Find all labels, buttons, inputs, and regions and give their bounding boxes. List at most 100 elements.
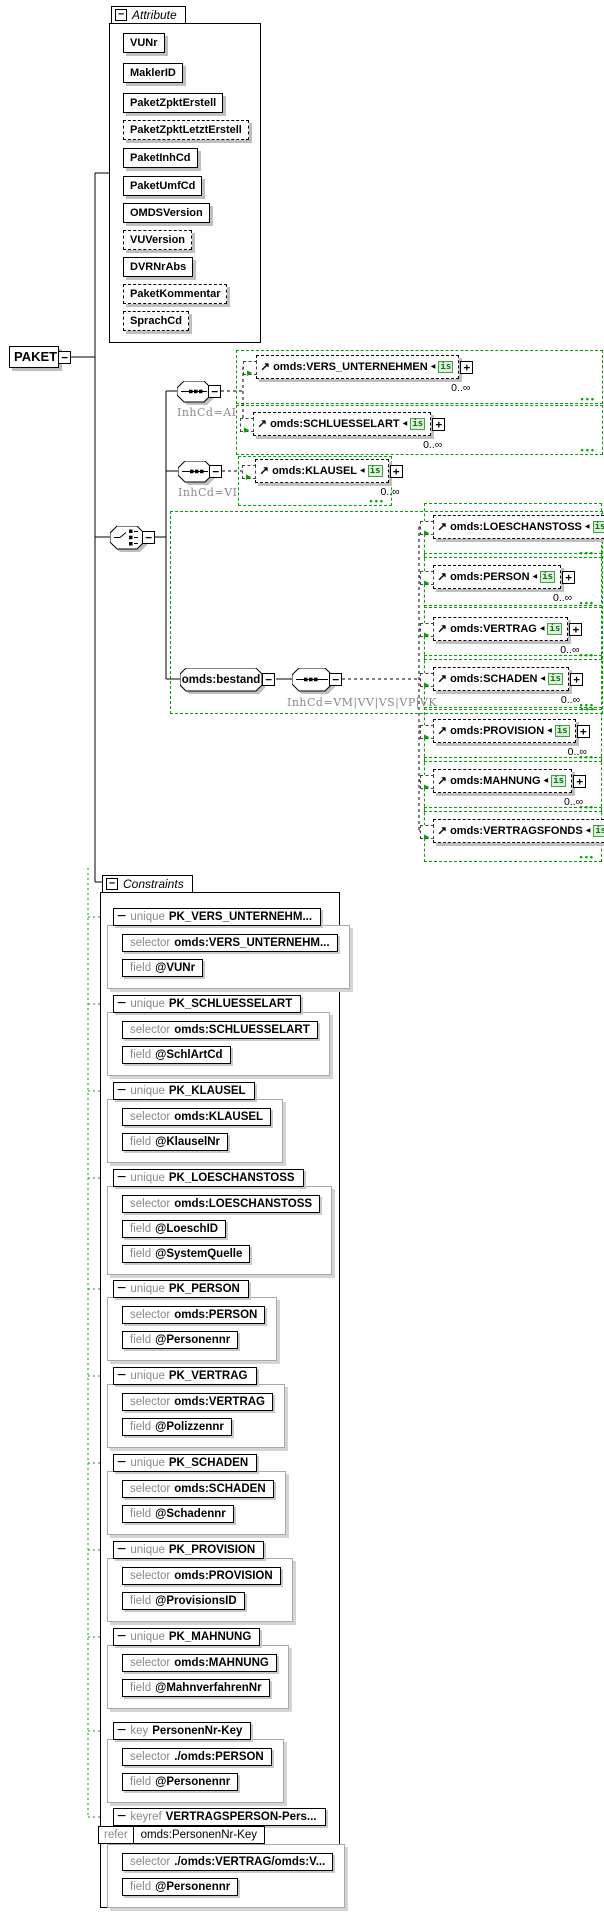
attribute-item-paketumfcd[interactable]: PaketUmfCd (123, 176, 203, 196)
attribute-item-sprachcd[interactable]: SprachCd (123, 311, 189, 331)
element-ref-omds-vers-unternehmen[interactable]: ▶↗omds:VERS_UNTERNEHMEN◀is+0..∞ (243, 355, 474, 394)
global-reference-icon: ↗ (437, 622, 448, 636)
element-ref-omds-provision[interactable]: ▶↗omds:PROVISION◀is+0..∞ (420, 719, 590, 758)
collapse-toggle[interactable]: − (58, 351, 71, 364)
constraint-field[interactable]: field@LoeschID (122, 1220, 227, 1238)
constraint-selector[interactable]: selector./omds:PERSON (122, 1748, 272, 1766)
expand-toggle[interactable]: + (573, 775, 587, 788)
selector-value: omds:SCHADEN (174, 1483, 266, 1495)
expand-toggle[interactable]: + (389, 465, 403, 478)
identity-constraint-arrow-icon: ◀ (543, 778, 549, 784)
constraint-name: PK_MAHNUNG (168, 1631, 252, 1643)
attribute-item-omdsversion[interactable]: OMDSVersion (123, 203, 210, 223)
collapse-toggle[interactable]: − (117, 1628, 127, 1645)
element-omds-bestand[interactable] (179, 667, 266, 700)
field-label: field (130, 1881, 152, 1893)
field-label: field (130, 1223, 152, 1235)
collapse-toggle[interactable]: − (117, 908, 127, 925)
constraint-field[interactable]: field@Personennr (122, 1331, 239, 1349)
collapse-toggle[interactable]: − (117, 1169, 127, 1186)
attribute-item-paketkommentar[interactable]: PaketKommentar (123, 284, 228, 304)
constraint-field[interactable]: field@SystemQuelle (122, 1245, 251, 1263)
expand-toggle[interactable]: + (569, 623, 583, 636)
attribute-item-vuversion[interactable]: VUVersion (123, 230, 193, 250)
collapse-toggle[interactable]: − (117, 1722, 127, 1739)
constraint-field[interactable]: field@Schadennr (122, 1505, 234, 1523)
expand-toggle[interactable]: + (562, 571, 576, 584)
collapse-toggle[interactable]: − (117, 1367, 127, 1384)
constraint-kind-label: unique (130, 1283, 165, 1295)
collapse-toggle[interactable]: − (117, 1280, 127, 1297)
constraint-name: PK_SCHLUESSELART (168, 998, 293, 1010)
refer-value: omds:PersonenNr-Key (140, 1829, 257, 1841)
field-label: field (130, 1595, 152, 1607)
selector-value: omds:VERS_UNTERNEHM... (174, 937, 330, 949)
expand-toggle[interactable]: + (460, 361, 474, 374)
constraint-field[interactable]: field@VUNr (122, 959, 204, 977)
selector-value: omds:PERSON (174, 1309, 258, 1321)
collapse-toggle[interactable]: − (117, 995, 127, 1012)
element-ref-omds-schluesselart[interactable]: ▶↗omds:SCHLUESSELART◀is+0..∞ (240, 412, 446, 451)
expand-toggle[interactable]: + (570, 673, 584, 686)
element-paket[interactable]: PAKET (9, 346, 59, 368)
collapse-toggle[interactable]: − (209, 465, 222, 478)
collapse-toggle[interactable]: − (208, 385, 221, 398)
attribute-item-maklerid[interactable]: MaklerID (123, 63, 183, 83)
attribute-item-paketinhcd[interactable]: PaketInhCd (123, 148, 198, 168)
constraint-field[interactable]: field@Polizzennr (122, 1418, 232, 1436)
expand-toggle[interactable]: + (432, 418, 446, 431)
element-ref-omds-loeschanstoss[interactable]: ▶↗omds:LOESCHANSTOSS◀is+0..∞ (420, 515, 604, 539)
element-ref-omds-vertrag[interactable]: ▶↗omds:VERTRAG◀is+0..∞ (420, 617, 583, 656)
collapse-toggle[interactable]: − (106, 878, 118, 890)
global-reference-icon: ↗ (437, 520, 448, 534)
expand-toggle[interactable]: + (576, 725, 590, 738)
constraint-field[interactable]: field@KlauselNr (122, 1133, 229, 1151)
field-label: field (130, 1248, 152, 1260)
element-ref-omds-schaden[interactable]: ▶↗omds:SCHADEN◀is+0..∞ (420, 667, 584, 706)
attribute-item-paketzpktletzterstell[interactable]: PaketZpktLetztErstell (123, 120, 249, 140)
constraint-field[interactable]: field@MahnverfahrenNr (122, 1679, 270, 1697)
constraint-field[interactable]: field@Personennr (122, 1878, 239, 1896)
constraint-selector[interactable]: selector./omds:VERTRAG/omds:V... (122, 1853, 334, 1871)
element-ref-omds-klausel[interactable]: ▶↗omds:KLAUSEL◀is+0..∞ (242, 459, 403, 498)
constraint-field[interactable]: field@Personennr (122, 1773, 239, 1791)
collapse-toggle[interactable]: − (262, 673, 275, 686)
element-ref-omds-vertragsfonds[interactable]: ▶↗omds:VERTRAGSFONDS◀is+0..∞ (420, 819, 604, 843)
attribute-item-dvrnrabs[interactable]: DVRNrAbs (123, 257, 194, 277)
collapse-toggle[interactable]: − (117, 1454, 127, 1471)
collapse-toggle[interactable]: − (117, 1082, 127, 1099)
occurrence-group-frame: ••• (238, 456, 392, 506)
collapse-toggle[interactable]: − (115, 9, 127, 21)
attribute-item-vunr[interactable]: VUNr (123, 33, 165, 53)
element-ref-omds-mahnung[interactable]: ▶↗omds:MAHNUNG◀is+0..∞ (420, 769, 587, 808)
collapse-toggle[interactable]: − (117, 1808, 127, 1825)
collapse-toggle[interactable]: − (329, 673, 342, 686)
constraint-field[interactable]: field@SchlArtCd (122, 1046, 231, 1064)
collapse-toggle[interactable]: − (142, 531, 155, 544)
element-ref-omds-person[interactable]: ▶↗omds:PERSON◀is+0..∞ (420, 565, 576, 604)
constraint-field[interactable]: field@ProvisionsID (122, 1592, 245, 1610)
collapse-toggle[interactable]: − (117, 1541, 127, 1558)
attribute-item-paketzpkterstell[interactable]: PaketZpktErstell (123, 93, 224, 113)
